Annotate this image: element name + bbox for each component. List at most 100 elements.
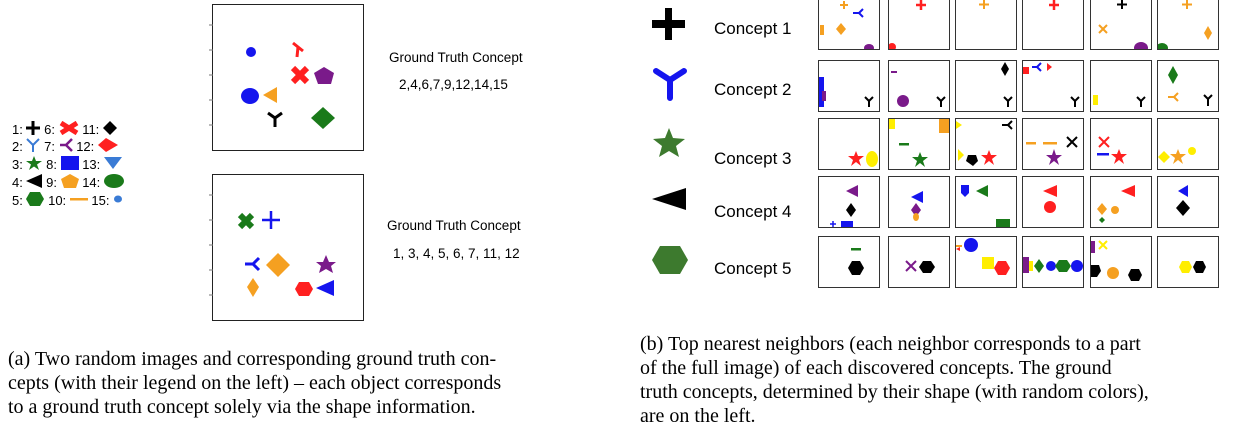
neighbor-c1-6 bbox=[1157, 0, 1219, 50]
hexagon-icon bbox=[26, 192, 45, 208]
plus-icon bbox=[26, 121, 41, 137]
neighbor-c4-6 bbox=[1157, 176, 1219, 228]
neighbor-c4-5 bbox=[1090, 176, 1152, 228]
tri-left-icon bbox=[59, 138, 73, 154]
neighbor-c3-3 bbox=[955, 118, 1017, 170]
legend-label: 8: bbox=[46, 156, 57, 172]
neighbor-c2-6 bbox=[1157, 60, 1219, 112]
ellipse-icon bbox=[103, 174, 124, 190]
neighbor-c5-4 bbox=[1022, 236, 1084, 288]
legend-row-4: 4: 9: 14: bbox=[12, 174, 124, 190]
orange-triangle bbox=[263, 87, 277, 103]
concept-4-label: Concept 4 bbox=[714, 202, 792, 221]
legend-label: 13: bbox=[82, 156, 101, 172]
legend-label: 4: bbox=[12, 174, 23, 190]
caption-a-line-3: to a ground truth concept solely via the… bbox=[8, 396, 476, 418]
legend-row-1: 1: 6: 11: bbox=[12, 120, 117, 137]
neighbor-c3-2 bbox=[888, 118, 950, 170]
tri-down-icon bbox=[26, 138, 41, 154]
triangle-left-icon bbox=[26, 174, 43, 190]
red-hexagon bbox=[295, 282, 313, 296]
neighbor-c4-3 bbox=[955, 176, 1017, 228]
concept-1-label: Concept 1 bbox=[714, 19, 792, 38]
red-x-shape bbox=[290, 65, 310, 85]
purple-star bbox=[316, 255, 336, 273]
legend-label: 9: bbox=[46, 174, 57, 190]
legend-label: 12: bbox=[76, 138, 95, 154]
thin-diamond-icon bbox=[97, 138, 118, 154]
neighbor-c1-1 bbox=[818, 0, 880, 50]
concept-2-tri-down-icon bbox=[653, 68, 687, 101]
legend-label: 15: bbox=[91, 192, 110, 208]
legend-row-5: 5: 10: 15: bbox=[12, 192, 123, 208]
neighbor-c2-1 bbox=[818, 60, 880, 112]
legend-row-3: 3: 8: 13: bbox=[12, 156, 122, 172]
caption-b: (b) Top nearest neighbors (each neighbor… bbox=[640, 332, 1238, 428]
caption-b-line-3: truth concepts, determined by their shap… bbox=[640, 381, 1149, 403]
diamond-icon bbox=[102, 121, 117, 137]
purple-pentagon bbox=[314, 67, 334, 84]
blue-plus bbox=[262, 211, 280, 229]
legend-label: 7: bbox=[44, 138, 55, 154]
hline-icon bbox=[69, 192, 88, 208]
x-shape-icon bbox=[59, 120, 79, 137]
image-1-gt-list: 2,4,6,7,9,12,14,15 bbox=[399, 77, 508, 92]
legend-label: 3: bbox=[12, 156, 23, 172]
caption-b-line-2: of the full image) of each discovered co… bbox=[640, 357, 1112, 379]
caption-b-line-4: are on the left. bbox=[640, 405, 756, 427]
pentagon-icon bbox=[60, 174, 79, 190]
image-1-gt-heading: Ground Truth Concept bbox=[389, 50, 523, 65]
orange-diamond bbox=[266, 253, 290, 277]
legend-label: 11: bbox=[82, 121, 100, 137]
legend-label: 14: bbox=[82, 174, 101, 190]
neighbor-c3-4 bbox=[1022, 118, 1084, 170]
image-1-ticks bbox=[209, 24, 213, 126]
legend-label: 1: bbox=[12, 121, 23, 137]
concept-4-triangle-left-icon bbox=[652, 188, 686, 210]
caption-a-line-1: (a) Two random images and corresponding … bbox=[8, 348, 497, 370]
image-1-shapes bbox=[241, 41, 335, 129]
image-2-gt-heading: Ground Truth Concept bbox=[387, 218, 521, 233]
neighbor-c5-6 bbox=[1157, 236, 1219, 288]
image-2-shapes bbox=[237, 211, 336, 297]
concept-5-label: Concept 5 bbox=[714, 259, 792, 278]
square-icon bbox=[60, 156, 79, 172]
concept-3-star-icon bbox=[653, 128, 685, 157]
neighbor-c1-3 bbox=[955, 0, 1017, 50]
legend-label: 10: bbox=[48, 192, 67, 208]
legend-label: 5: bbox=[12, 192, 23, 208]
caption-a-line-2: cepts (with their legend on the left) – … bbox=[8, 372, 502, 394]
concept-3-label: Concept 3 bbox=[714, 149, 792, 168]
neighbor-c2-3 bbox=[955, 60, 1017, 112]
triangle-down-icon bbox=[103, 156, 122, 172]
blue-dot bbox=[246, 47, 256, 57]
neighbor-c2-4 bbox=[1022, 60, 1084, 112]
random-image-1 bbox=[209, 4, 364, 151]
blue-triangle bbox=[316, 280, 334, 296]
neighbor-c4-2 bbox=[888, 176, 950, 228]
orange-thin-diamond bbox=[247, 278, 259, 297]
neighbor-c1-5 bbox=[1090, 0, 1152, 50]
neighbor-c2-2 bbox=[888, 60, 950, 112]
neighbor-c5-2 bbox=[888, 236, 950, 288]
dot-icon bbox=[113, 192, 123, 208]
image-2-gt-list: 1, 3, 4, 5, 6, 7, 11, 12 bbox=[393, 246, 520, 261]
black-tri-mark bbox=[267, 111, 283, 127]
neighbor-c5-1 bbox=[818, 236, 880, 288]
concept-2-label: Concept 2 bbox=[714, 80, 792, 99]
neighbor-c3-1 bbox=[818, 118, 880, 170]
legend-label: 6: bbox=[44, 121, 55, 137]
legend-label: 2: bbox=[12, 138, 23, 154]
green-diamond bbox=[311, 107, 335, 129]
concept-5-hexagon-icon bbox=[652, 246, 688, 274]
legend-row-2: 2: 7: 12: bbox=[12, 138, 118, 154]
neighbor-c4-4 bbox=[1022, 176, 1084, 228]
star-icon bbox=[26, 156, 43, 172]
caption-b-line-1: (b) Top nearest neighbors (each neighbor… bbox=[640, 333, 1141, 355]
blue-tri-mark bbox=[245, 256, 261, 272]
neighbor-c3-6 bbox=[1157, 118, 1219, 170]
red-tri-mark bbox=[292, 41, 304, 58]
image-2-ticks bbox=[209, 194, 213, 296]
neighbor-c2-5 bbox=[1090, 60, 1152, 112]
concept-1-plus-icon bbox=[652, 8, 685, 40]
